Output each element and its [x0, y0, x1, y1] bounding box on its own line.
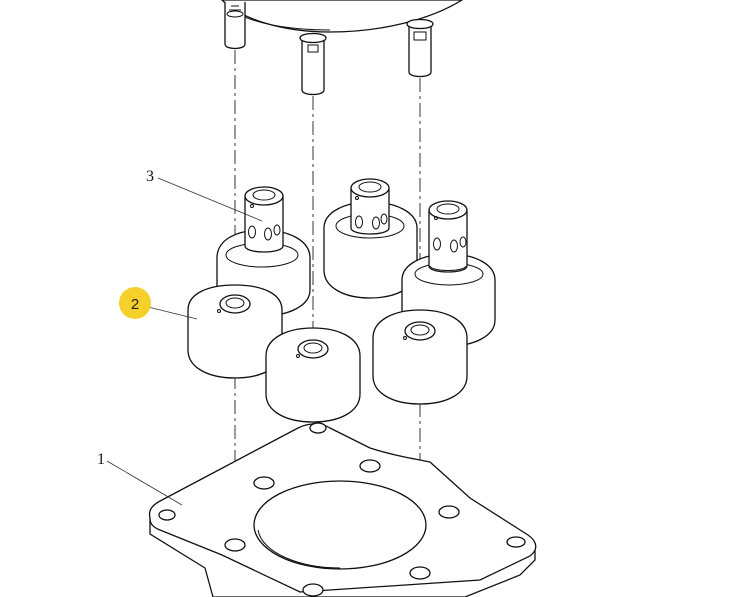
- callout-3-label: 3: [146, 168, 154, 185]
- callout-1-label: 1: [97, 451, 105, 468]
- base-plate: [148, 422, 537, 597]
- callout-2-highlight-badge[interactable]: [119, 287, 151, 319]
- mounting-sleeve-middle: [350, 178, 390, 235]
- mounting-sleeve-3: [244, 186, 284, 253]
- upper-assembly: [221, 0, 464, 96]
- callout-2-label: 2: [131, 296, 139, 313]
- callout-1: 1: [97, 451, 183, 506]
- cushion-front-right: [372, 309, 468, 405]
- mounting-sleeve-right: [428, 200, 468, 273]
- callout-3: 3: [146, 168, 263, 222]
- cushion-front-middle: [265, 327, 361, 423]
- cushion-front-left: [187, 284, 283, 379]
- callout-2[interactable]: 2: [119, 287, 198, 320]
